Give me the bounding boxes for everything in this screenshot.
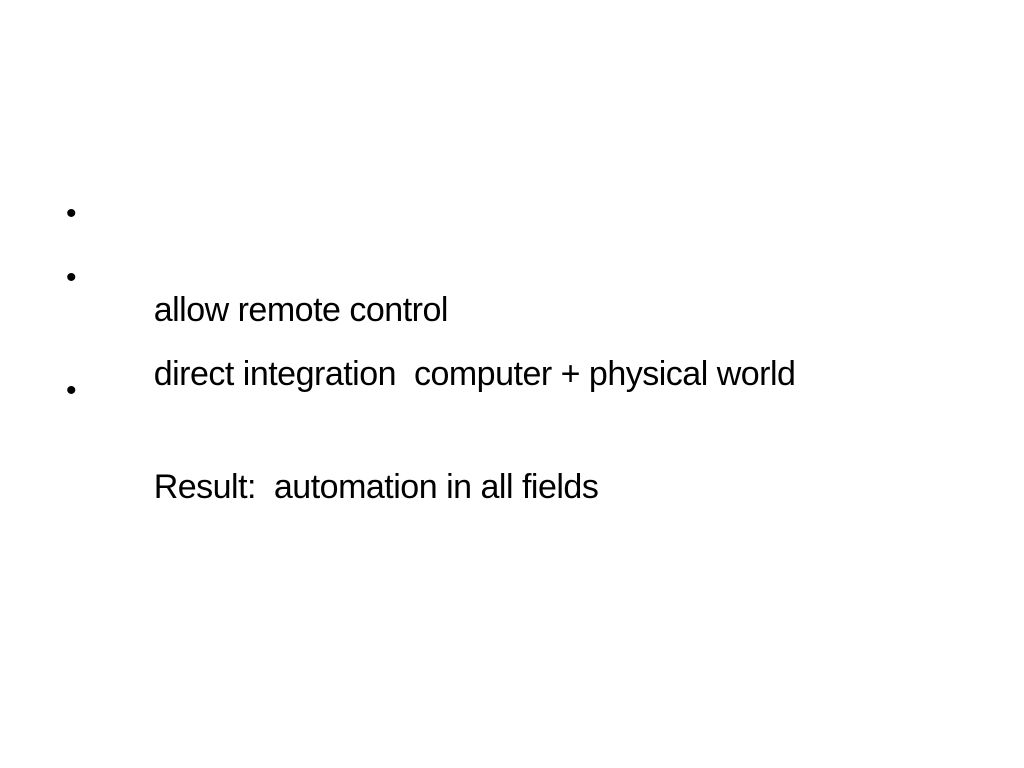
bullet-item-direct-integration: • direct integration computer + physical… (60, 254, 796, 393)
bullet-icon: • (66, 374, 77, 407)
bullet-item-result: • Result: automation in all fields (60, 367, 795, 506)
bullet-icon: • (66, 261, 77, 294)
bullet-text: Result: automation in all fields (153, 468, 599, 506)
bullet-list: • allow remote control • direct integrat… (60, 190, 796, 506)
bullet-item-remote-control: • allow remote control (60, 190, 795, 329)
bullet-icon: • (66, 197, 77, 230)
bullet-text: allow remote control (153, 291, 449, 329)
bullet-text: direct integration computer + physical w… (153, 355, 796, 393)
